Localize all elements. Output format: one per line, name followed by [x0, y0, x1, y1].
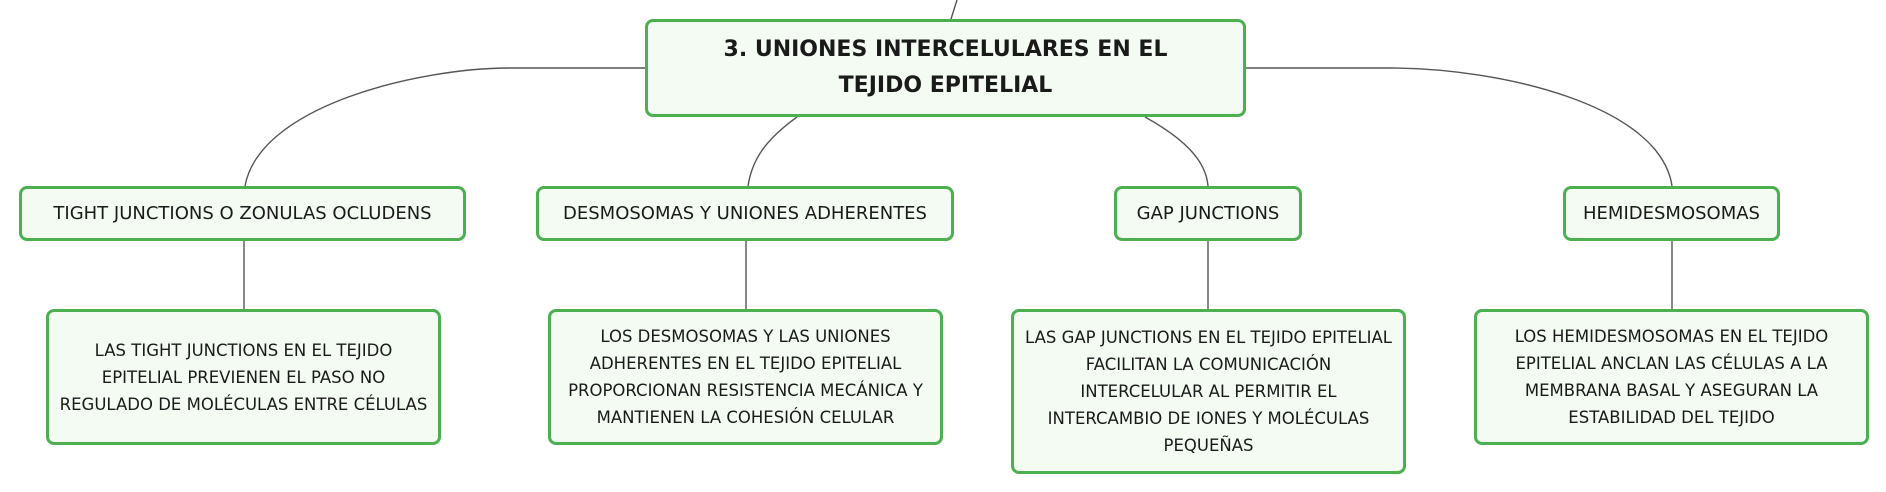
root-title: 3. UNIONES INTERCELULARES EN EL TEJIDO E…: [723, 37, 1168, 98]
connector-root-topic-3: [1144, 116, 1209, 187]
topic-label: TIGHT JUNCTIONS O ZONULAS OCLUDENS: [53, 202, 432, 224]
detail-node-desmosomas[interactable]: LOS DESMOSOMAS Y LAS UNIONES ADHERENTES …: [548, 309, 943, 445]
topic-node-hemidesmosomas[interactable]: HEMIDESMOSOMAS: [1563, 186, 1780, 241]
detail-node-gap-junctions[interactable]: LAS GAP JUNCTIONS EN EL TEJIDO EPITELIAL…: [1011, 309, 1406, 474]
detail-node-tight-junctions[interactable]: LAS TIGHT JUNCTIONS EN EL TEJIDO EPITELI…: [46, 309, 441, 445]
connector-root-topic-4: [1246, 67, 1673, 187]
topic-label: GAP JUNCTIONS: [1136, 202, 1280, 224]
detail-text: LOS HEMIDESMOSOMAS EN EL TEJIDO EPITELIA…: [1514, 327, 1829, 427]
connector-root-topic-2: [747, 116, 798, 187]
topic-label: HEMIDESMOSOMAS: [1583, 202, 1760, 224]
detail-text: LOS DESMOSOMAS Y LAS UNIONES ADHERENTES …: [568, 327, 923, 427]
root-node[interactable]: 3. UNIONES INTERCELULARES EN EL TEJIDO E…: [645, 19, 1246, 117]
detail-text: LAS TIGHT JUNCTIONS EN EL TEJIDO EPITELI…: [59, 340, 428, 414]
detail-node-hemidesmosomas[interactable]: LOS HEMIDESMOSOMAS EN EL TEJIDO EPITELIA…: [1474, 309, 1869, 445]
connector-root-topic-1: [244, 67, 645, 187]
topic-node-gap-junctions[interactable]: GAP JUNCTIONS: [1114, 186, 1302, 241]
topic-node-tight-junctions[interactable]: TIGHT JUNCTIONS O ZONULAS OCLUDENS: [19, 186, 466, 241]
topic-node-desmosomas[interactable]: DESMOSOMAS Y UNIONES ADHERENTES: [536, 186, 954, 241]
topic-label: DESMOSOMAS Y UNIONES ADHERENTES: [563, 202, 927, 224]
connector-parent-root: [950, 0, 958, 20]
detail-text: LAS GAP JUNCTIONS EN EL TEJIDO EPITELIAL…: [1025, 328, 1392, 455]
